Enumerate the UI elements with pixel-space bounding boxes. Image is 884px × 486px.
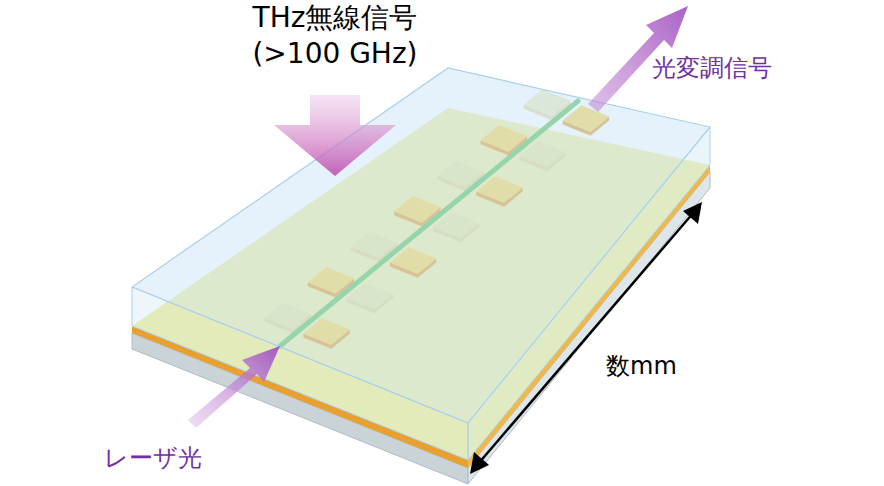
label: レーザ光 xyxy=(104,444,244,473)
laser-arrow xyxy=(188,346,280,428)
dimension-arrowhead xyxy=(683,202,702,224)
thz-arrow xyxy=(274,95,396,176)
label: THz無線信号 (>100 GHz) xyxy=(222,0,448,72)
cladding-side xyxy=(468,127,710,460)
label: 光変調信号 xyxy=(652,54,822,83)
dimension-arrowhead xyxy=(470,452,489,474)
label: 数mm xyxy=(606,352,716,381)
dimension-line xyxy=(478,212,694,464)
cladding-side xyxy=(132,287,468,460)
